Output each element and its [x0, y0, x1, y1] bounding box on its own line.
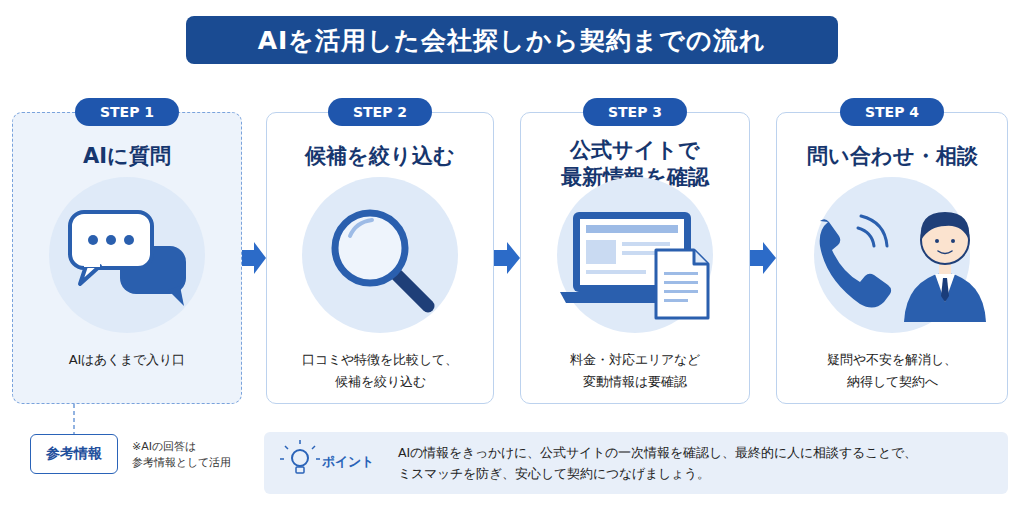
step-card: 候補を絞り込む口コミや特徴を比較して、 候補を絞り込むSTEP 2 [266, 112, 494, 404]
step-badge: STEP 1 [75, 98, 179, 126]
step-badge: STEP 2 [328, 98, 432, 126]
step-description: 料金・対応エリアなど 変動情報は要確認 [521, 349, 749, 393]
step-number: STEP 3 [583, 98, 687, 126]
diagram-title: AIを活用した会社探しから契約までの流れ [186, 16, 838, 64]
step-badge: STEP 4 [840, 98, 944, 126]
flow-arrow [494, 242, 520, 274]
step-card: AIに質問AIはあくまで入り口STEP 1 [12, 112, 242, 404]
dashed-connector [73, 404, 75, 434]
flow-arrow [750, 242, 776, 274]
step-heading: 公式サイトで 最新情報を確認 [521, 137, 749, 191]
reference-box: 参考情報 [30, 434, 118, 474]
step-heading: 候補を絞り込む [267, 143, 493, 170]
point-text: AIの情報をきっかけに、公式サイトの一次情報を確認し、最終的に人に相談することで… [398, 442, 998, 484]
step-number: STEP 2 [328, 98, 432, 126]
point-box: ポイント AIの情報をきっかけに、公式サイトの一次情報を確認し、最終的に人に相談す… [264, 432, 1008, 494]
step-description: AIはあくまで入り口 [13, 349, 241, 371]
step-number: STEP 4 [840, 98, 944, 126]
note-text: ※AIの回答は 参考情報として活用 [132, 439, 250, 471]
step-card: 問い合わせ・相談疑問や不安を解消し、 納得して契約へSTEP 4 [776, 112, 1008, 404]
step-heading: 問い合わせ・相談 [777, 143, 1007, 170]
step-description: 疑問や不安を解消し、 納得して契約へ [777, 349, 1007, 393]
point-heading: ポイント [322, 453, 374, 471]
step-description: 口コミや特徴を比較して、 候補を絞り込む [267, 349, 493, 393]
step-card: 公式サイトで 最新情報を確認料金・対応エリアなど 変動情報は要確認STEP 3 [520, 112, 750, 404]
flow-arrow [242, 242, 266, 274]
step-badge: STEP 3 [583, 98, 687, 126]
reference-title: 参考情報 [31, 435, 117, 472]
step-number: STEP 1 [75, 98, 179, 126]
step-heading: AIに質問 [13, 143, 241, 170]
